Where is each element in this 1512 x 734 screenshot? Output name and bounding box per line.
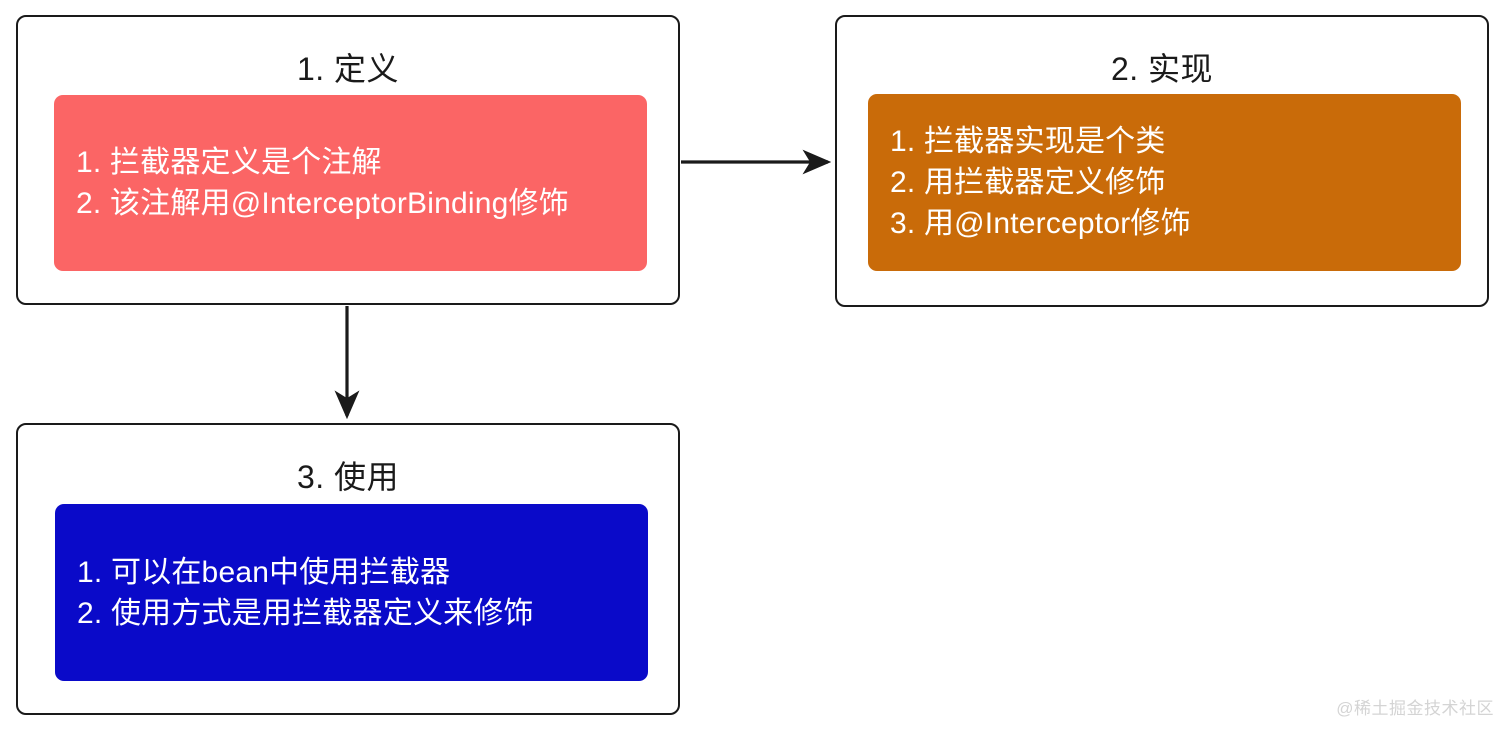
node-use-panel: 1. 可以在bean中使用拦截器 2. 使用方式是用拦截器定义来修饰 [55, 504, 648, 681]
node-implement-panel: 1. 拦截器实现是个类 2. 用拦截器定义修饰 3. 用@Interceptor… [868, 94, 1461, 271]
node-define-line-1: 1. 拦截器定义是个注解 [76, 146, 382, 179]
node-implement-line-1: 1. 拦截器实现是个类 [890, 125, 1166, 158]
node-use-line-2: 2. 使用方式是用拦截器定义来修饰 [77, 596, 534, 630]
node-define-panel: 1. 拦截器定义是个注解 2. 该注解用@InterceptorBinding修… [54, 95, 647, 271]
node-use-line-1: 1. 可以在bean中使用拦截器 [77, 555, 451, 589]
node-implement[interactable]: 2. 实现 1. 拦截器实现是个类 2. 用拦截器定义修饰 3. 用@Inter… [835, 15, 1489, 307]
node-implement-title: 2. 实现 [1110, 51, 1214, 87]
node-define-title: 1. 定义 [296, 51, 400, 87]
node-implement-line-3: 3. 用@Interceptor修饰 [890, 207, 1191, 240]
node-define[interactable]: 1. 定义 1. 拦截器定义是个注解 2. 该注解用@InterceptorBi… [16, 15, 680, 305]
node-use[interactable]: 3. 使用 1. 可以在bean中使用拦截器 2. 使用方式是用拦截器定义来修饰 [16, 423, 680, 715]
node-define-line-2: 2. 该注解用@InterceptorBinding修饰 [76, 187, 569, 220]
node-implement-line-2: 2. 用拦截器定义修饰 [890, 166, 1166, 199]
node-use-title: 3. 使用 [296, 459, 400, 495]
watermark: @稀土掘金技术社区 [1336, 699, 1494, 718]
